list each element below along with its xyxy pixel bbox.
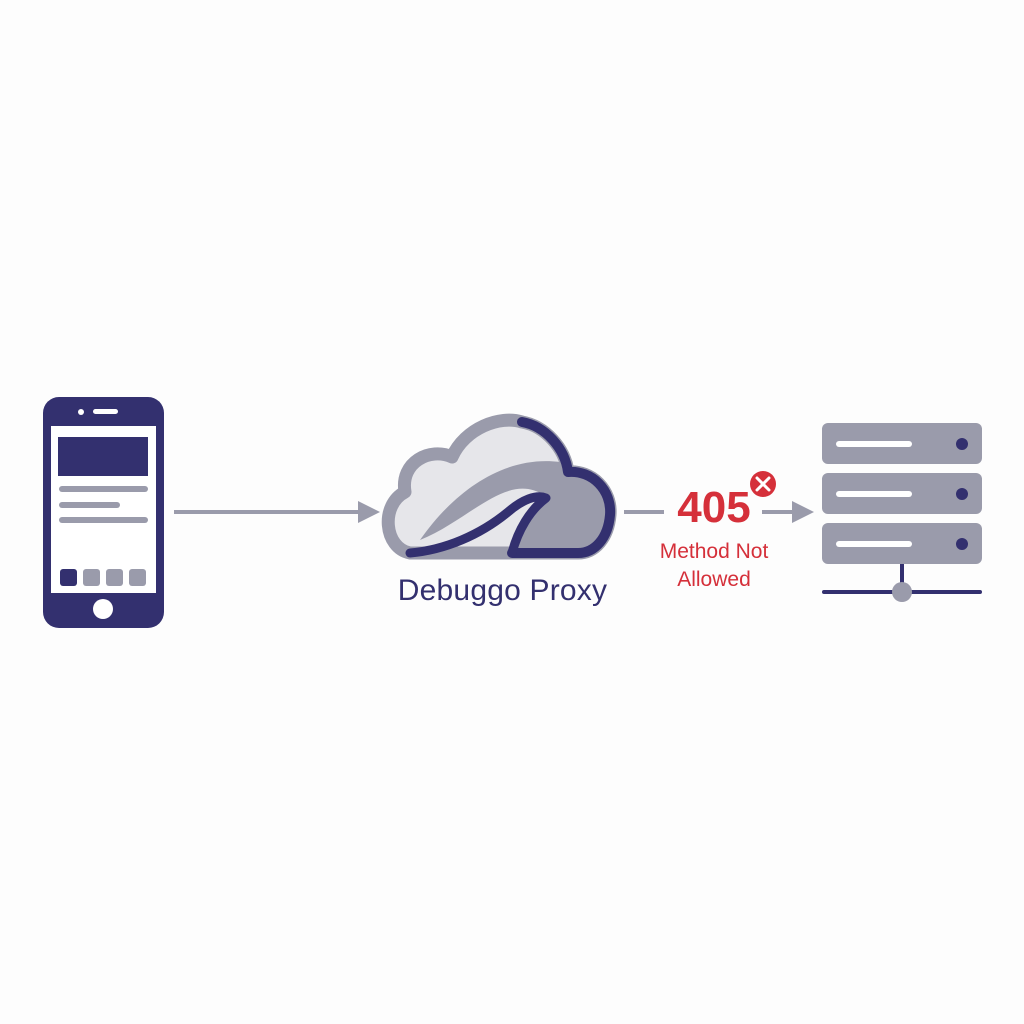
blocked-arrow	[624, 501, 814, 523]
error-status-message: Method Not Allowed	[636, 538, 792, 594]
proxy-label: Debuggo Proxy	[397, 574, 608, 607]
error-x-icon	[750, 471, 776, 497]
cloud-icon	[381, 413, 617, 560]
error-message-line-1: Method Not	[659, 540, 769, 563]
server-rack-icon	[822, 423, 982, 602]
request-arrow	[174, 501, 380, 523]
mobile-phone-icon	[43, 397, 164, 628]
error-status-code: 405	[677, 483, 751, 532]
error-message-line-2: Allowed	[677, 568, 751, 591]
